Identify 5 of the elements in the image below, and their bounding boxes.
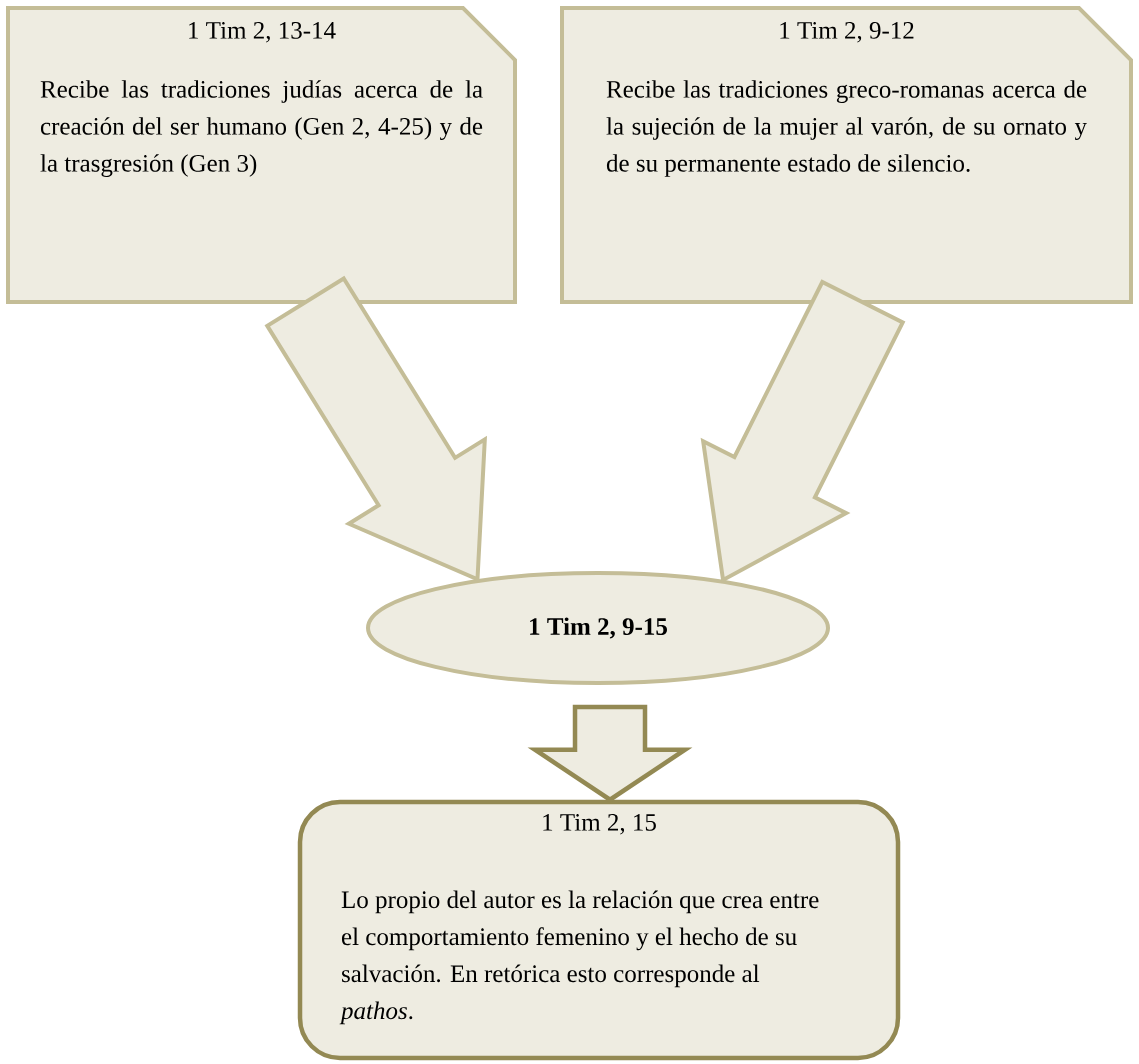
ellipse-node: 1 Tim 2, 9-15 — [366, 571, 830, 685]
rounded-box: 1 Tim 2, 15 Lo propio del autor es la relación que crea entre el comportamiento femenino y el hecho de su salvación. En retórica esto corresponde al pathos. — [297, 799, 901, 1061]
block-arrow — [527, 704, 693, 803]
note-box: 1 Tim 2, 9-12 Recibe las tradiciones greco-romanas acerca de la sujeción de la mujer al varón, de su ornato y de su permanente estado de silencio. — [560, 6, 1133, 304]
note-box: 1 Tim 2, 13-14 Recibe las tradiciones judías acerca de la creación del ser humano (Gen 2, 4-25) y de la trasgresión (Gen 3) — [6, 6, 517, 304]
